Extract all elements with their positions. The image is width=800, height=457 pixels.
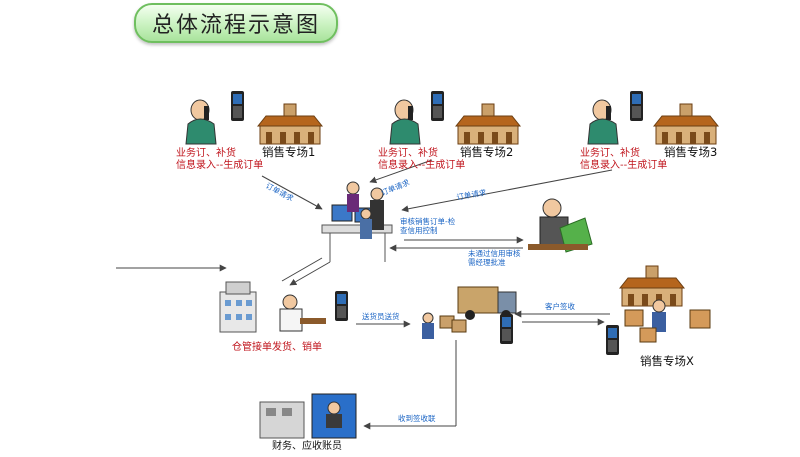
central-office-icon [321,181,393,262]
edge-customer-sign: 客户签收 [545,302,575,311]
store-building-icon [455,103,521,145]
pda-icon [606,325,619,355]
edge-audit-line2: 查信用控制 [400,226,438,235]
salesx-name: 销售专场X [640,354,694,368]
sales-site-2 [389,91,521,145]
sales3-note-line2: 信息录入--生成订单 [580,160,668,171]
sales1-note-line1: 业务订、补货 [176,148,236,159]
sales3-name: 销售专场3 [664,145,718,159]
sales2-note-line2: 信息录入--生成订单 [378,160,466,171]
finance-office-icon [259,393,357,439]
sales3-note-line1: 业务订、补货 [580,148,640,159]
pda-icon [431,91,444,121]
caller-icon [185,99,217,145]
sales2-name: 销售专场2 [460,145,514,159]
edge-receipt: 收到签收联 [398,414,436,423]
warehouse-name: 仓管接单发货、销单 [232,342,322,353]
sales-site-1 [185,91,323,145]
edge-credit-fail-line2: 需经理批准 [468,258,506,267]
edge-delivery: 送货员送货 [362,312,400,321]
manager-icon [528,198,593,253]
caller-icon [587,99,619,145]
pda-icon [630,91,643,121]
edge-credit-fail-line1: 未通过信用审核 [468,249,521,258]
page-title: 总体流程示意图 [134,3,338,43]
finance-name: 财务、应收账员 [272,441,342,452]
delivery-truck-icon [422,286,517,339]
connector-arrows [116,159,613,430]
store-building-icon [619,265,685,307]
caller-icon [389,99,421,145]
warehouse-icon [219,281,326,333]
pda-icon [231,91,244,121]
pda-icon [335,291,348,321]
pda-icon [500,314,513,344]
store-building-icon [257,103,323,145]
sales-site-x [619,265,711,343]
store-building-icon [653,103,719,145]
edge-audit-line1: 审核销售订单-检 [400,217,456,226]
sales1-name: 销售专场1 [262,145,316,159]
sales1-note-line2: 信息录入--生成订单 [176,160,264,171]
sales2-note-line1: 业务订、补货 [378,148,438,159]
sales-site-3 [587,91,719,145]
